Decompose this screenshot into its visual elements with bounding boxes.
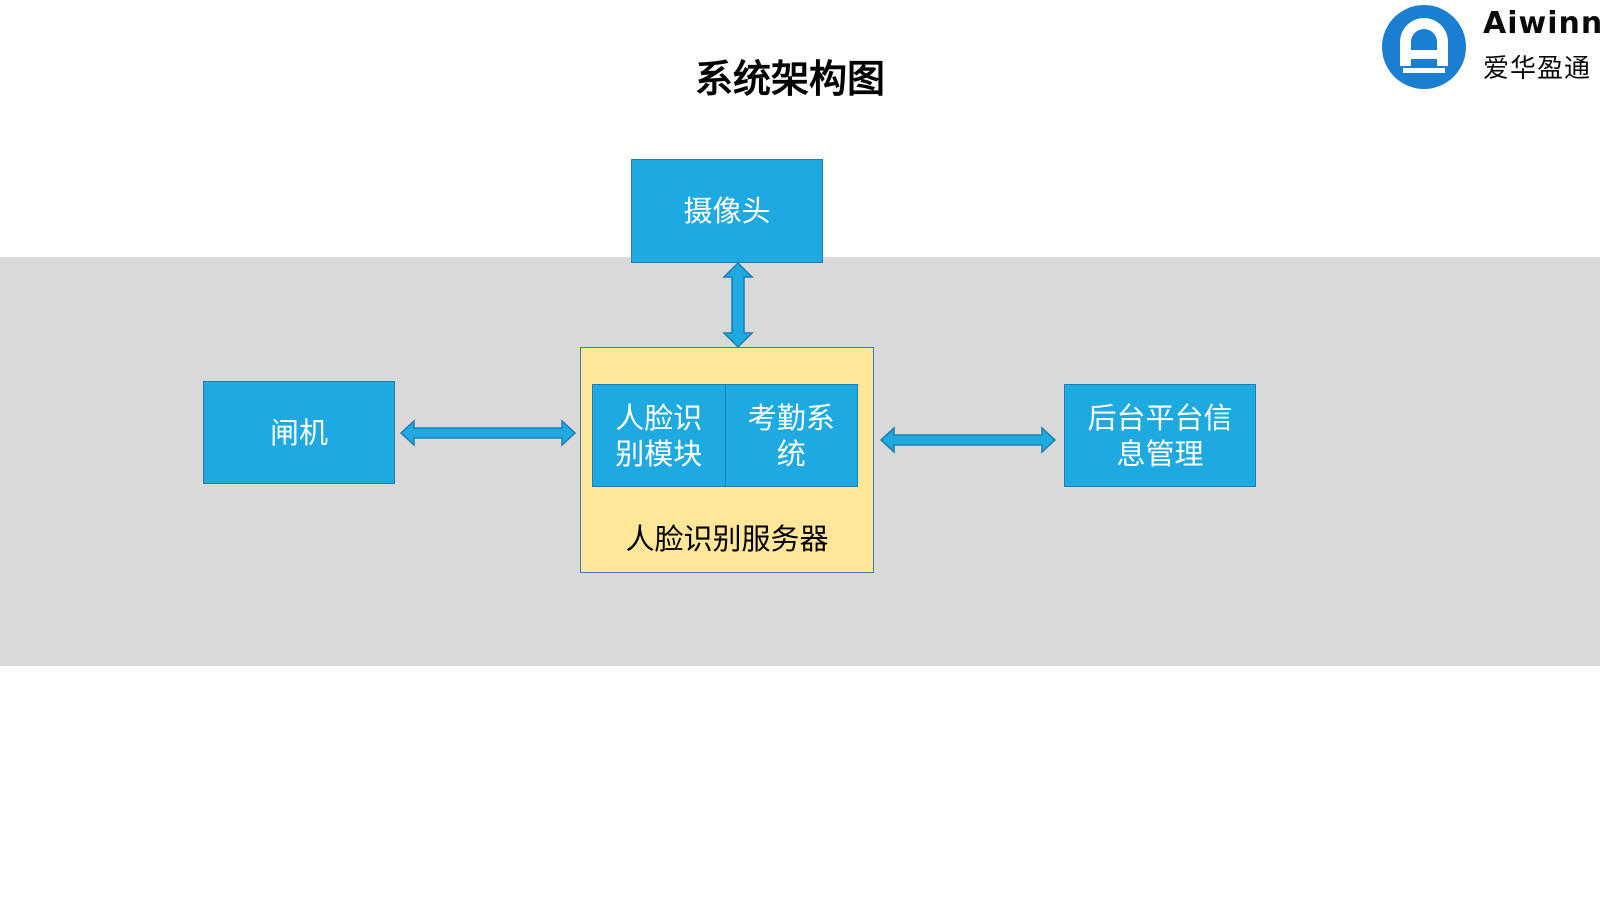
camera-node: 摄像头 xyxy=(631,159,823,263)
face-recognition-module: 人脸识别模块 xyxy=(593,385,725,486)
page-title: 系统架构图 xyxy=(694,57,885,101)
backend-node: 后台平台信息管理 xyxy=(1064,384,1256,487)
arrow-camera-server xyxy=(722,261,754,349)
face-recognition-server: 人脸识别模块 考勤系统 人脸识别服务器 xyxy=(580,347,874,573)
server-label: 人脸识别服务器 xyxy=(625,522,829,556)
logo-brand-en: Aiwinn xyxy=(1483,6,1600,41)
backend-label: 后台平台信息管理 xyxy=(1087,400,1233,471)
gate-node: 闸机 xyxy=(203,381,395,484)
attendance-system-module: 考勤系统 xyxy=(724,385,857,486)
logo-brand-cn: 爱华盈通 xyxy=(1483,54,1592,84)
camera-label: 摄像头 xyxy=(683,194,771,228)
arrow-gate-server xyxy=(399,419,577,447)
module-label-face: 人脸识别模块 xyxy=(615,400,703,471)
aiwinn-logo-icon xyxy=(1382,5,1466,89)
server-modules: 人脸识别模块 考勤系统 xyxy=(592,384,858,487)
company-logo: Aiwinn 爱华盈通 xyxy=(1377,2,1600,92)
module-label-attendance: 考勤系统 xyxy=(747,400,835,471)
gate-label: 闸机 xyxy=(269,415,328,450)
arrow-server-backend xyxy=(879,426,1057,454)
